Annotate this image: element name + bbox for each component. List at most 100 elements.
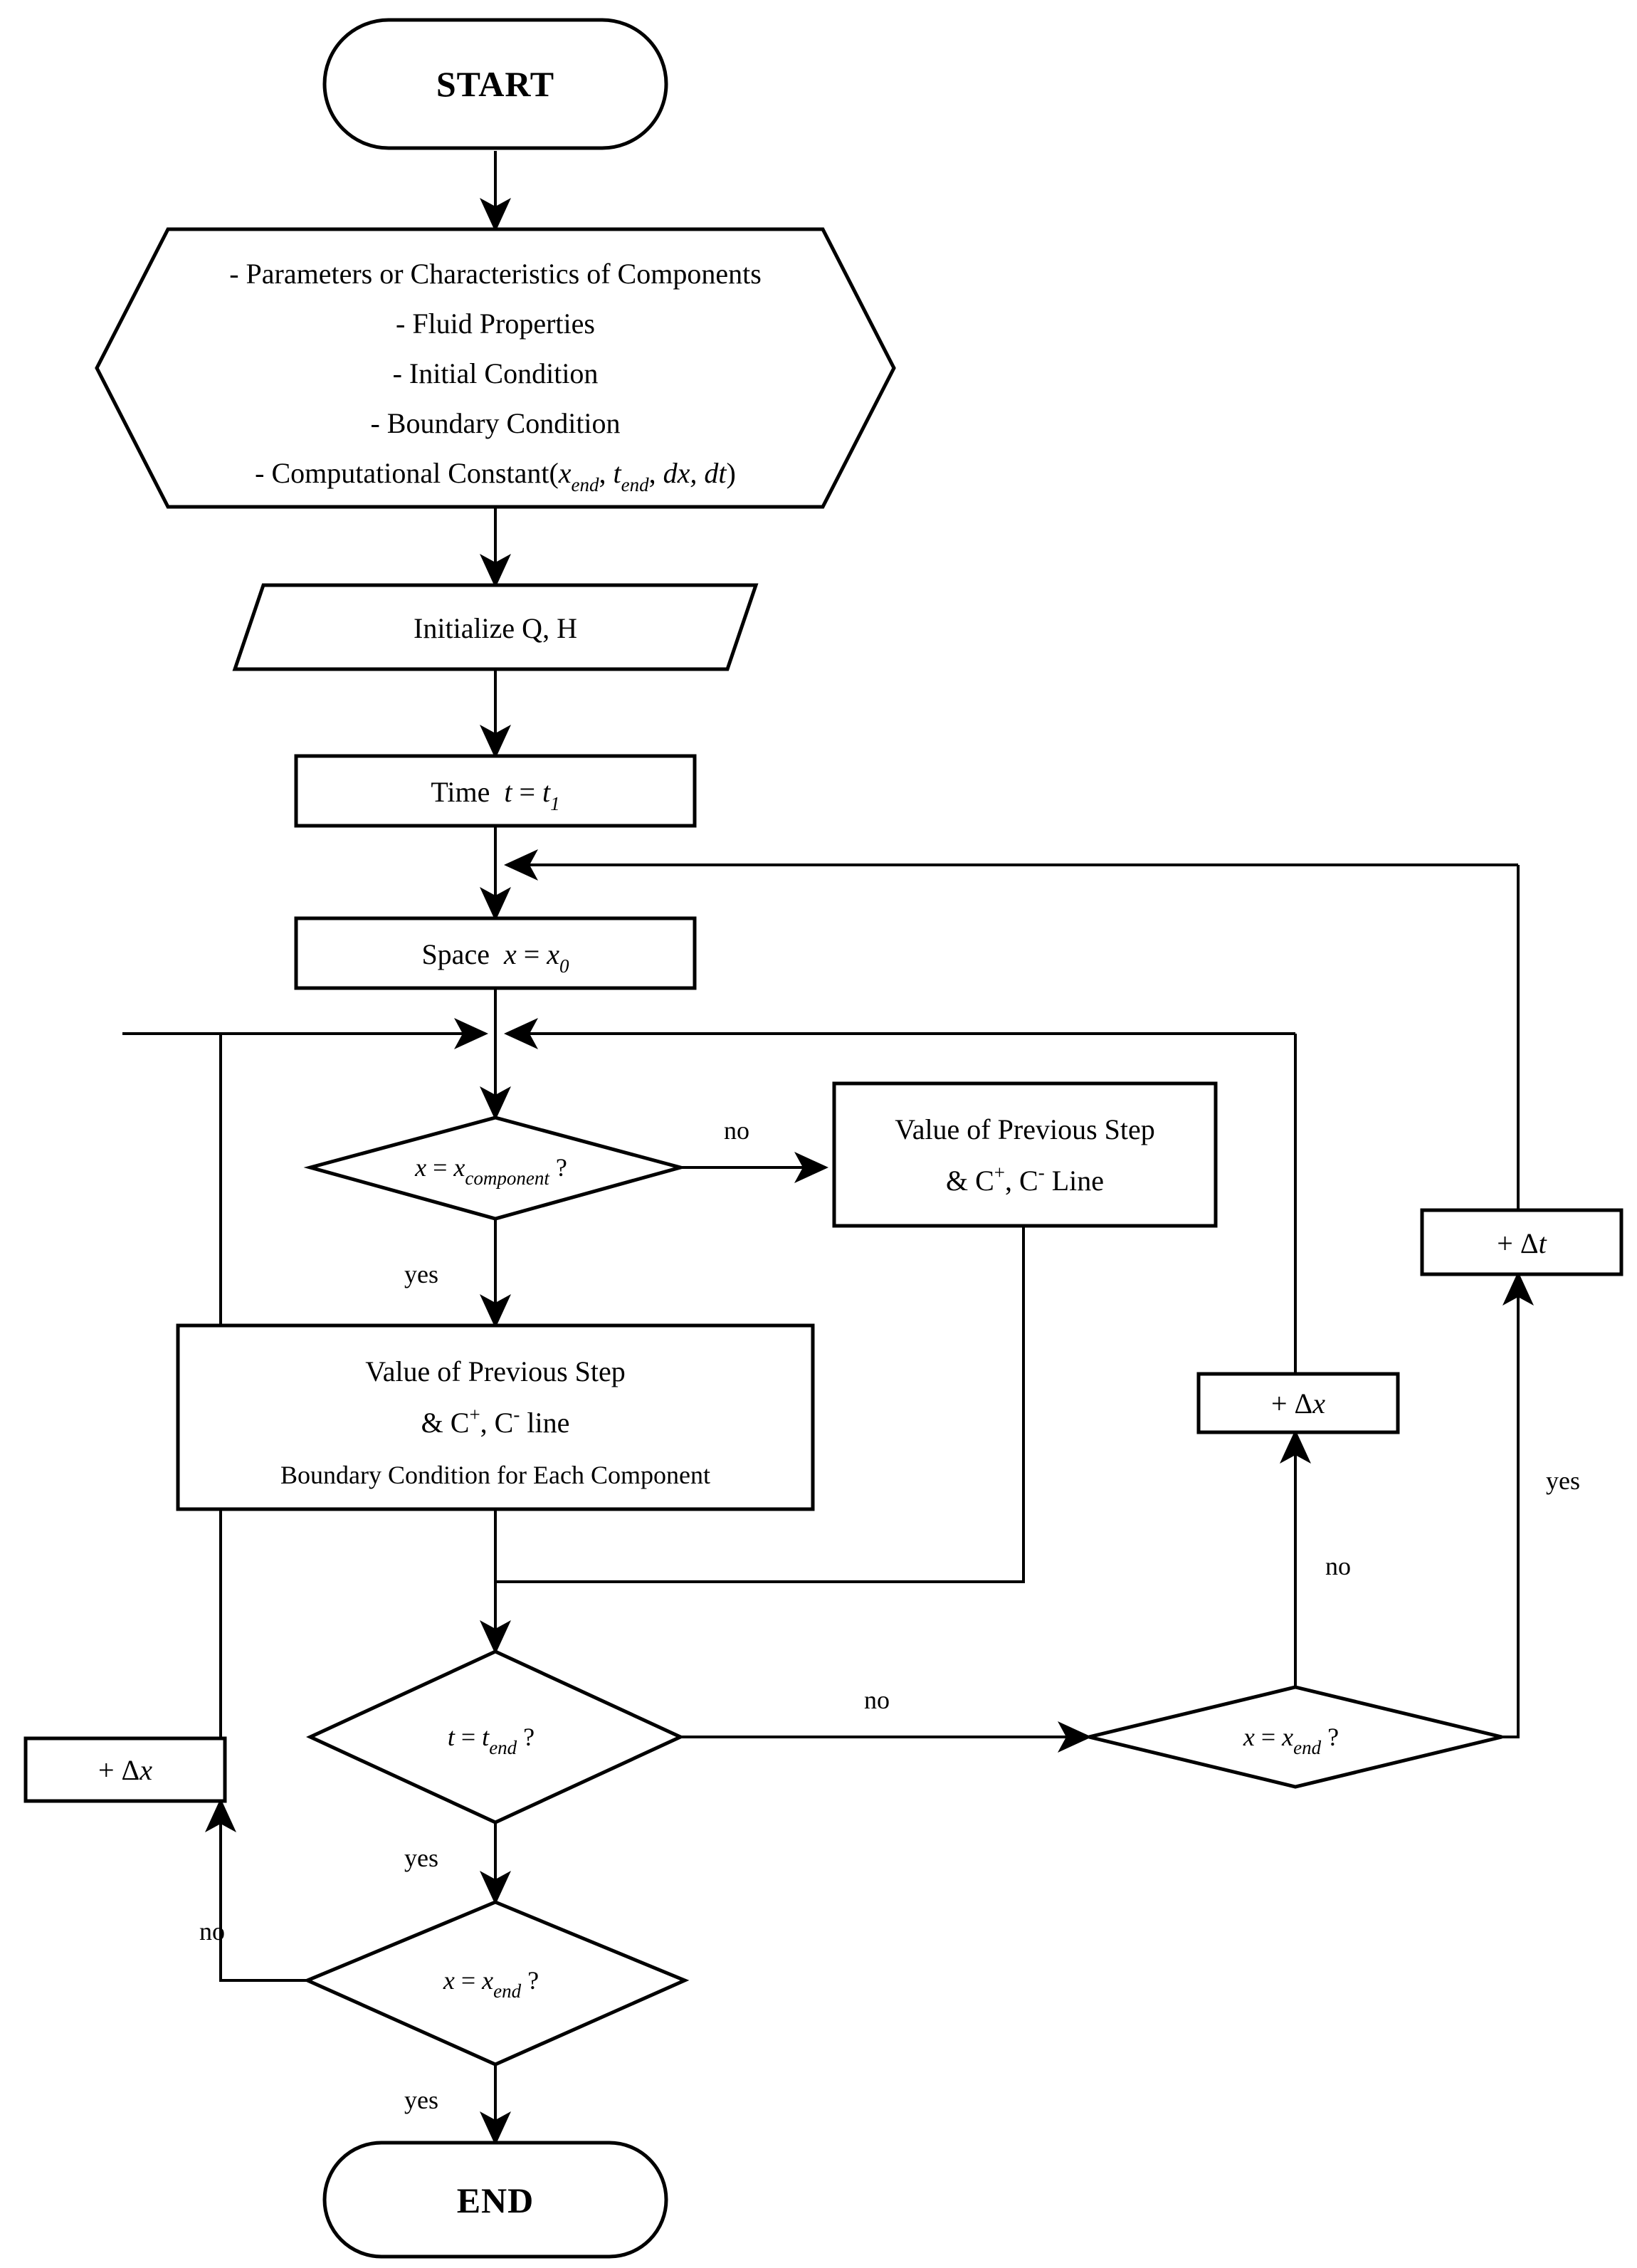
edge-label-xendbottom-yes: yes <box>404 2086 438 2114</box>
node-time-init-label: Time t = t1 <box>431 776 559 814</box>
decxb-eq: = <box>461 1966 475 1995</box>
node-step-dx-mid[interactable] <box>1196 1372 1400 1434</box>
node-dec-xend-bottom-label: x = xend ? <box>443 1966 539 2002</box>
decxb-q: ? <box>527 1966 539 1995</box>
dxmid-plus: + <box>1271 1387 1288 1419</box>
node-inputs-line-4: - Boundary Condition <box>370 407 620 439</box>
decxm-valsub: end <box>1293 1737 1321 1758</box>
deccomp-q: ? <box>556 1153 567 1182</box>
node-step-dx-mid-label: + Δx <box>1271 1387 1325 1419</box>
node-step-dt-label: + Δt <box>1497 1227 1547 1259</box>
edge-label-tend-no: no <box>864 1686 890 1714</box>
psr-sup2: - <box>1038 1162 1045 1183</box>
dxmid-delta: Δ <box>1295 1387 1313 1419</box>
node-inputs[interactable] <box>95 227 896 509</box>
dxleft-var: x <box>139 1754 152 1786</box>
psr-b: , C <box>1005 1165 1038 1197</box>
inputs-const-prefix: - Computational Constant( <box>255 457 559 489</box>
decxm-eq: = <box>1261 1723 1275 1751</box>
node-initialize[interactable] <box>232 583 759 671</box>
decxm-q: ? <box>1327 1723 1339 1751</box>
inputs-const-v2sub: end <box>621 474 649 495</box>
inputs-const-sep2: , <box>649 457 663 489</box>
node-space-init-label: Space x = x0 <box>421 938 569 977</box>
node-prev-step-right-line1: Value of Previous Step <box>895 1113 1155 1145</box>
edge-xendbottom-no <box>205 1798 307 1982</box>
deccomp-valsub: component <box>465 1167 550 1189</box>
edge-prevright-merge <box>495 1226 1025 1583</box>
node-prev-step-main[interactable] <box>176 1323 815 1511</box>
edge-label-component-no: no <box>724 1116 749 1145</box>
psr-sup1: + <box>994 1162 1005 1183</box>
dxleft-delta: Δ <box>122 1754 140 1786</box>
node-prev-step-main-line2: & C+, C- line <box>421 1404 570 1439</box>
edge-xendmid-yes <box>1502 1271 1534 1738</box>
deccomp-var: x <box>414 1153 426 1182</box>
inputs-const-v2: t <box>614 457 622 489</box>
node-prev-step-right[interactable] <box>832 1081 1218 1228</box>
psm-sup2: - <box>513 1404 520 1425</box>
dectend-valsub: end <box>489 1737 517 1758</box>
psr-c: Line <box>1045 1165 1104 1197</box>
node-start-label: START <box>436 64 554 104</box>
decxb-val: x <box>481 1966 493 1995</box>
dectend-eq: = <box>461 1723 475 1751</box>
node-inputs-line-2: - Fluid Properties <box>396 308 595 340</box>
inputs-const-v1: x <box>558 457 572 489</box>
node-dec-xend-mid-label: x = xend ? <box>1243 1723 1339 1758</box>
node-dec-component[interactable] <box>303 1115 688 1221</box>
node-start[interactable] <box>322 18 668 150</box>
space-var: x <box>503 938 517 970</box>
inputs-const-sep1: , <box>599 457 614 489</box>
dectend-val: t <box>482 1723 490 1751</box>
time-valsub: 1 <box>550 793 560 814</box>
psm-b: , C <box>480 1407 514 1439</box>
edge-label-tend-yes: yes <box>404 1844 438 1872</box>
inputs-const-v1sub: end <box>572 474 599 495</box>
edge-label-xendbottom-no: no <box>199 1917 225 1946</box>
node-dec-tend-label: t = tend ? <box>448 1723 535 1758</box>
node-dec-component-label: x = xcomponent ? <box>414 1153 567 1189</box>
node-step-dx-left-label: + Δx <box>98 1754 152 1786</box>
node-step-dx-left[interactable] <box>23 1736 227 1803</box>
node-step-dt[interactable] <box>1420 1208 1623 1276</box>
psm-c: line <box>520 1407 569 1439</box>
node-end-label: END <box>457 2180 535 2220</box>
time-prefix: Time <box>431 776 490 808</box>
psm-sup1: + <box>469 1404 480 1425</box>
psr-a: & C <box>946 1165 994 1197</box>
node-space-init[interactable] <box>294 916 697 990</box>
decxm-var: x <box>1243 1723 1255 1751</box>
node-initialize-label: Initialize Q, H <box>414 612 577 644</box>
time-eq: = <box>519 776 535 808</box>
decxb-valsub: end <box>493 1980 521 2002</box>
dectend-var: t <box>448 1723 456 1751</box>
edge-label-xendmid-no: no <box>1325 1552 1351 1580</box>
deccomp-val: x <box>453 1153 465 1182</box>
node-time-init[interactable] <box>294 754 697 828</box>
decxm-val: x <box>1281 1723 1293 1751</box>
inputs-const-v3: dx, dt <box>663 457 727 489</box>
node-dec-xend-mid[interactable] <box>1088 1685 1502 1789</box>
time-val: t <box>542 776 551 808</box>
decxb-var: x <box>443 1966 455 1995</box>
edge-label-xendmid-yes: yes <box>1546 1466 1580 1495</box>
psm-a: & C <box>421 1407 470 1439</box>
node-inputs-line-1: - Parameters or Characteristics of Compo… <box>229 258 762 290</box>
node-end[interactable] <box>322 2141 668 2259</box>
space-eq: = <box>524 938 540 970</box>
node-dec-tend[interactable] <box>306 1649 685 1825</box>
time-var: t <box>504 776 512 808</box>
dxmid-var: x <box>1312 1387 1325 1419</box>
space-valsub: 0 <box>559 955 569 977</box>
node-prev-step-main-line1: Value of Previous Step <box>365 1355 626 1387</box>
dt-var: t <box>1539 1227 1547 1259</box>
space-prefix: Space <box>421 938 490 970</box>
deccomp-eq: = <box>433 1153 447 1182</box>
node-dec-xend-bottom[interactable] <box>302 1900 690 2067</box>
dt-plus: + <box>1497 1227 1513 1259</box>
node-inputs-line-5: - Computational Constant(xend, tend, dx,… <box>255 457 736 495</box>
dt-delta: Δ <box>1520 1227 1539 1259</box>
edge-label-component-yes: yes <box>404 1260 438 1288</box>
